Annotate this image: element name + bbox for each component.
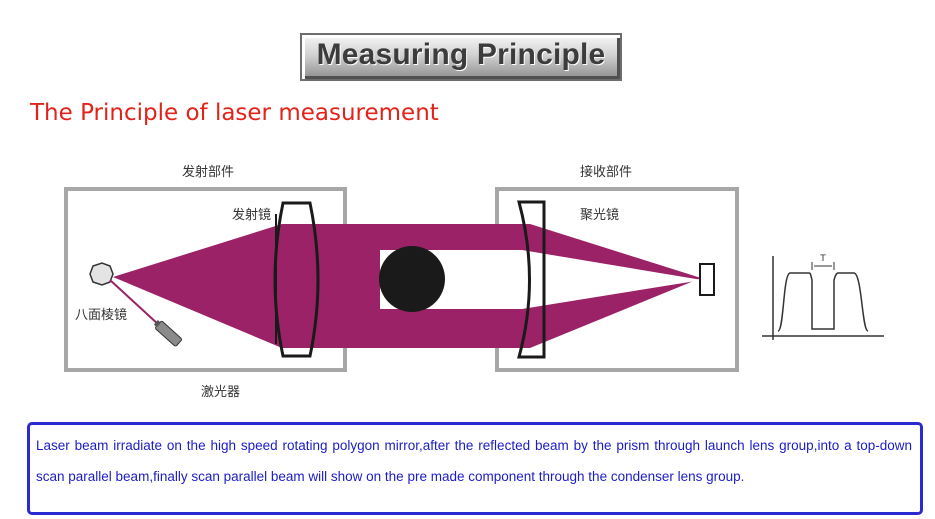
emit-lens xyxy=(273,201,320,358)
laser-label: 激光器 xyxy=(201,385,240,400)
diagram-subtitle: The Principle of laser measurement xyxy=(30,100,439,126)
description-box: Laser beam irradiate on the high speed r… xyxy=(27,422,923,515)
measured-object xyxy=(379,246,445,312)
emit-lens-label: 发射镜 xyxy=(232,207,271,223)
signal-waveform: T xyxy=(762,254,884,340)
laser-emitter-icon xyxy=(153,320,182,347)
section-title: Measuring Principle xyxy=(316,38,606,71)
section-title-banner: Measuring Principle xyxy=(300,33,622,81)
condenser-label: 聚光镜 xyxy=(580,208,619,223)
condenser-lens xyxy=(517,200,546,359)
receiver-label: 接收部件 xyxy=(580,164,632,180)
signal-period-marker: T xyxy=(819,254,826,264)
laser-measurement-diagram: T 发射部件 接收部件 发射镜 聚光镜 八面棱镜 激光器 xyxy=(64,164,884,400)
polygon-mirror-icon xyxy=(89,262,114,286)
emitter-label: 发射部件 xyxy=(182,164,234,180)
polygon-label: 八面棱镜 xyxy=(75,307,127,323)
detector-icon xyxy=(699,263,715,296)
